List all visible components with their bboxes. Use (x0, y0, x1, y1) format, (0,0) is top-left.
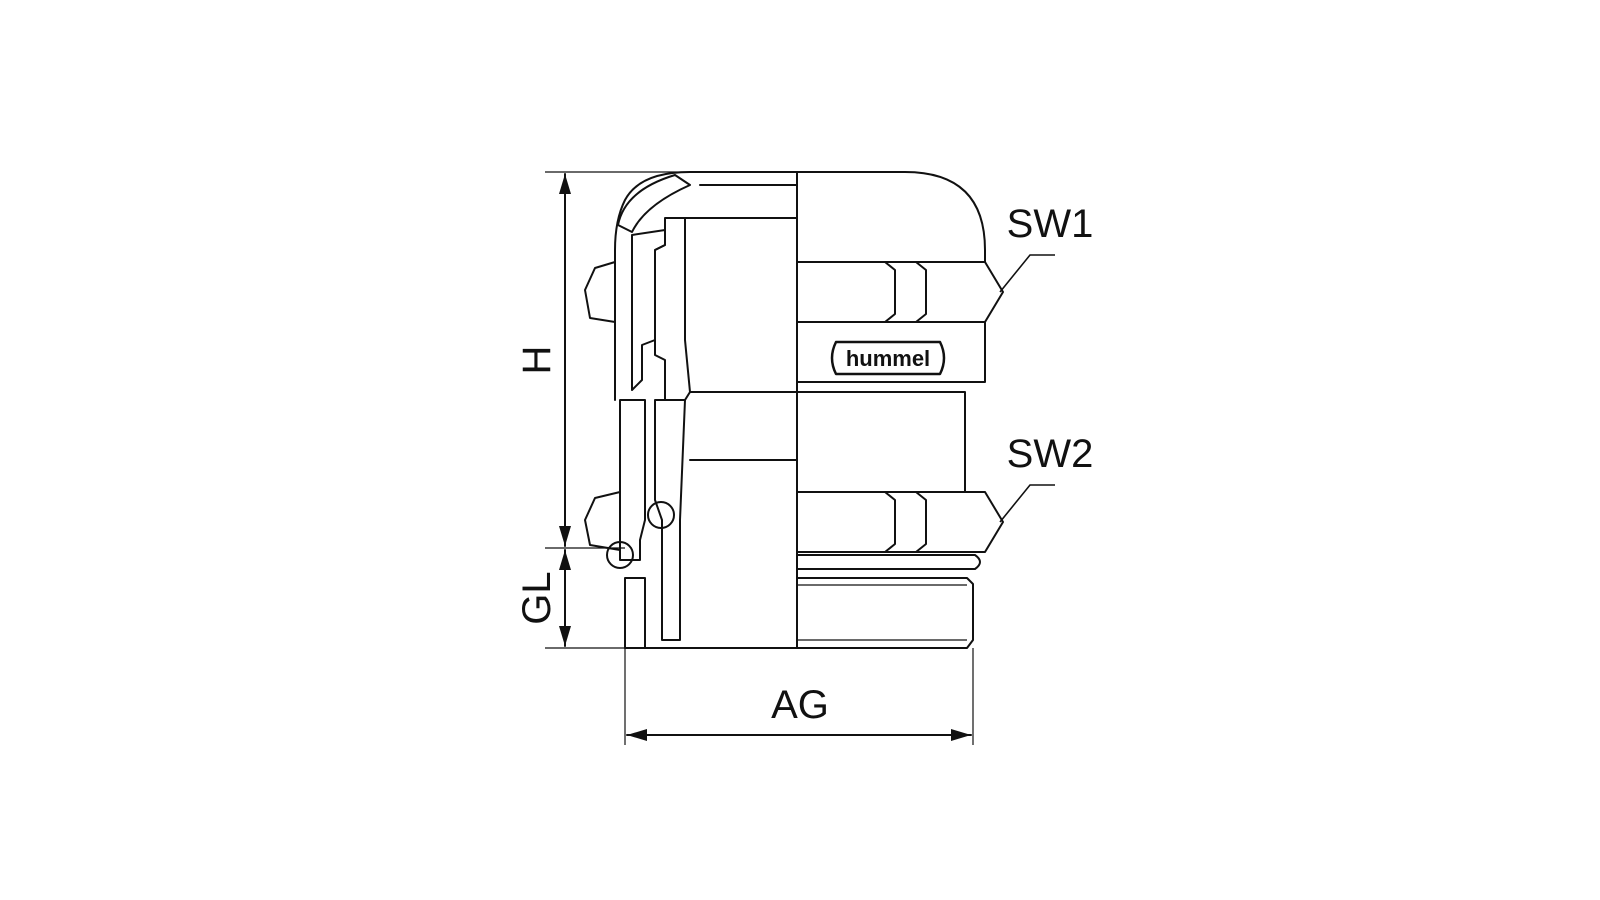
hex-nut-sw2 (796, 491, 1004, 553)
hummel-logo: hummel (830, 340, 946, 376)
hex-nut-sw1 (796, 261, 1004, 323)
dome-cap-outline (796, 171, 986, 263)
nut-sw1-section (584, 261, 616, 323)
inner-seal-section (654, 399, 686, 641)
label-ag: AG (771, 683, 829, 727)
seal-insert (654, 217, 691, 401)
clamping-insert (631, 229, 666, 391)
cap-section-hatch (617, 174, 691, 233)
hex-nut-sw1-face (884, 261, 896, 323)
cap-collar (796, 321, 986, 383)
label-h: H (515, 346, 559, 375)
hex-nut-sw2-face (884, 491, 896, 553)
label-sw1: SW1 (1007, 202, 1094, 246)
leader-sw2 (999, 484, 1055, 523)
logo-text: hummel (846, 346, 930, 371)
gland-exterior-view: hummel (796, 171, 1004, 649)
gland-body (796, 391, 966, 493)
cap-section-outline (614, 171, 798, 401)
o-ring-upper (647, 501, 675, 529)
thread-ag (796, 577, 974, 649)
thread-section (624, 577, 646, 649)
label-sw2: SW2 (1007, 432, 1094, 476)
gland-section-view (584, 171, 798, 649)
dimension-lines: H GL AG SW1 SW2 (515, 171, 1094, 745)
sealing-ring (796, 554, 981, 570)
nut-sw2-section (584, 491, 621, 551)
label-gl: GL (515, 571, 559, 624)
body-section (619, 399, 646, 561)
hex-nut-sw1-face-2 (915, 261, 927, 323)
leader-sw1 (999, 254, 1055, 293)
hex-nut-sw2-face-2 (915, 491, 927, 553)
